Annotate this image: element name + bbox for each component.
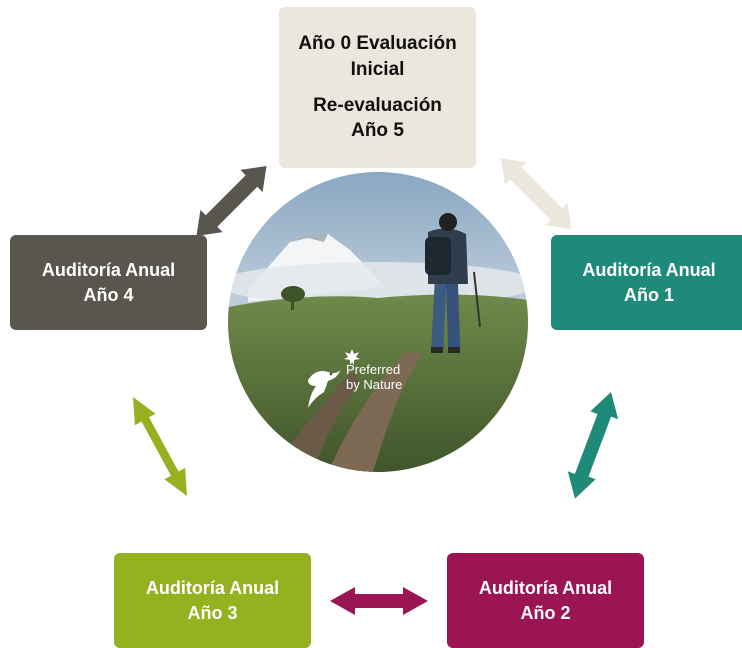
box-year1-line2: Año 1 bbox=[623, 284, 674, 305]
logo-text-line2: by Nature bbox=[346, 377, 402, 392]
box-audit-year1: Auditoría Anual Año 1 bbox=[551, 235, 742, 330]
logo-text-line1: Preferred bbox=[346, 362, 400, 377]
arrow-year1-to-year2 bbox=[567, 392, 619, 499]
arrow-year3-to-year2 bbox=[330, 587, 428, 615]
box-year3-line2: Año 3 bbox=[187, 602, 238, 623]
box-audit-year3: Auditoría Anual Año 3 bbox=[114, 553, 311, 648]
arrow-top-to-year1 bbox=[500, 158, 572, 229]
box-year3-line1: Auditoría Anual bbox=[145, 578, 280, 599]
box-year0-line2: Inicial bbox=[350, 58, 405, 80]
box-year0-line1: Año 0 Evaluación bbox=[298, 33, 457, 55]
box-audit-year2: Auditoría Anual Año 2 bbox=[447, 553, 644, 648]
box-audit-year4: Auditoría Anual Año 4 bbox=[10, 235, 207, 330]
arrow-year4-to-year3 bbox=[133, 397, 187, 496]
box-year2-line2: Año 2 bbox=[520, 602, 571, 623]
box-year0-line4: Año 5 bbox=[351, 120, 404, 142]
hiker-figure bbox=[425, 213, 481, 353]
box-year0-evaluation: Año 0 Evaluación Inicial Re-evaluación A… bbox=[279, 7, 476, 168]
box-year1-line1: Auditoría Anual bbox=[582, 260, 716, 281]
arrow-top-to-year4 bbox=[196, 166, 267, 236]
box-year2-line1: Auditoría Anual bbox=[478, 578, 613, 599]
box-year4-line1: Auditoría Anual bbox=[41, 260, 176, 281]
hiker-photo: Preferred by Nature bbox=[228, 172, 528, 472]
logo-bird-icon bbox=[308, 349, 360, 408]
box-year4-line2: Año 4 bbox=[83, 284, 134, 305]
box-year0-line3: Re-evaluación bbox=[313, 94, 442, 116]
